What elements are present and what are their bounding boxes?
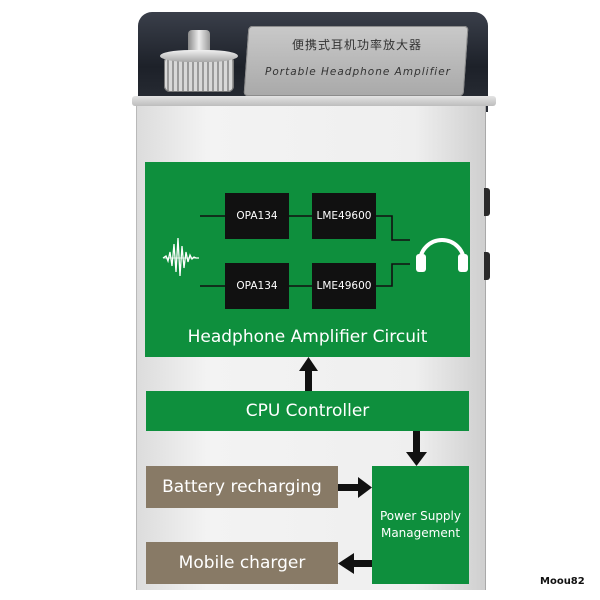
headphone-icon [416,238,468,272]
amplifier-circuit-title: Headphone Amplifier Circuit [187,327,428,347]
arrow-psu-to-mobile-shaft [352,560,372,567]
power-supply-management-block: Power Supply Management [372,466,469,584]
audio-waveform-icon [162,237,199,277]
label-english-text: Portable Headphone Amplifier [265,66,451,78]
chip-lme49600-upper: LME49600 [312,193,376,239]
arrow-battery-to-psu-shaft [338,484,360,491]
arrow-psu-to-mobile-head [338,553,354,574]
volume-knob [164,56,234,92]
label-chinese-text: 便携式耳机功率放大器 [291,38,422,52]
flow-arrows [299,357,427,574]
chip-lme49600-lower: LME49600 [312,263,376,309]
amplifier-circuit-panel [145,162,470,357]
arrow-cpu-to-amp-shaft [305,370,312,391]
battery-recharging-block: Battery recharging [146,466,338,508]
chip-opa134-upper: OPA134 [225,193,289,239]
volume-knob-cap [160,50,238,62]
device-top-rim [132,96,496,106]
arrow-battery-to-psu-head [358,477,372,498]
arrow-cpu-to-psu-shaft [413,431,420,453]
signal-wires [200,215,410,287]
mobile-charger-block: Mobile charger [146,542,338,584]
side-button-upper [484,188,490,216]
author-credit: Moou82 [540,576,585,587]
chip-opa134-lower: OPA134 [225,263,289,309]
arrow-cpu-to-amp-head [299,357,318,371]
arrow-cpu-to-psu-head [406,452,427,466]
side-button-lower [484,252,490,280]
cpu-controller-block: CPU Controller [146,391,469,431]
